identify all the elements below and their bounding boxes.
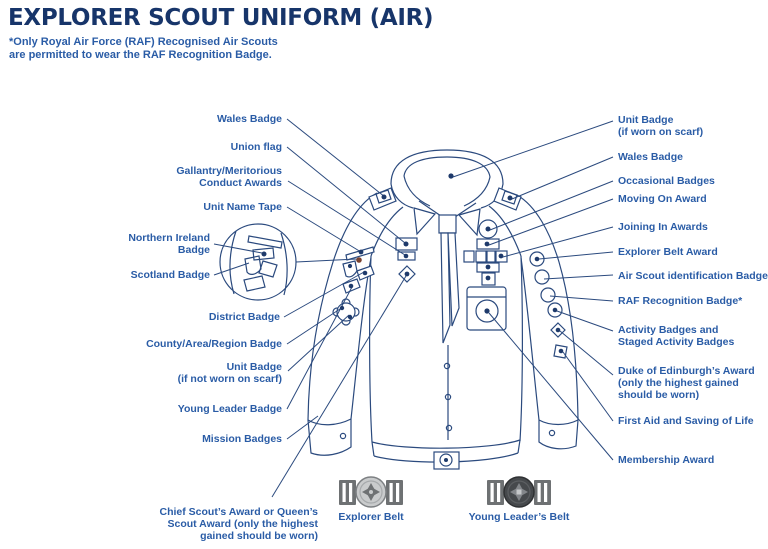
label-first-aid: First Aid and Saving of Life	[618, 415, 754, 427]
raf-recognition-marker	[540, 287, 556, 303]
label-union-flag: Union flag	[230, 141, 282, 153]
label-young-leader-badge: Young Leader Badge	[177, 403, 282, 415]
label-air-scout-id-badge: Air Scout identification Badge	[618, 270, 768, 282]
label-activity-badges: Activity Badges and Staged Activity Badg…	[618, 324, 735, 348]
placket-button	[445, 424, 453, 432]
label-mission-badges: Mission Badges	[202, 433, 282, 445]
joining-in-award-marker	[486, 250, 496, 263]
cuff-button	[339, 432, 347, 440]
label-membership-award: Membership Award	[618, 454, 715, 466]
label-northern-ireland-badge: Northern Ireland Badge	[128, 232, 210, 256]
label-occasional-badges: Occasional Badges	[618, 175, 715, 187]
right-epaulette	[493, 187, 522, 211]
label-county-area-region: County/Area/Region Badge	[146, 338, 282, 350]
placket-button	[444, 393, 452, 401]
right-sleeve-badges	[529, 251, 568, 359]
collar-and-scarf	[390, 149, 504, 344]
label-moving-on-award: Moving On Award	[618, 193, 707, 205]
footnote-text: *Only Royal Air Force (RAF) Recognised A…	[9, 36, 278, 61]
label-duke-of-edinburgh: Duke of Edinburgh’s Award (only the high…	[618, 365, 755, 401]
label-chief-scout-award: Chief Scout’s Award or Queen’s Scout Awa…	[159, 506, 318, 542]
leader-lines	[213, 118, 614, 498]
label-unit-name-tape: Unit Name Tape	[203, 201, 282, 213]
label-gallantry-awards: Gallantry/Meritorious Conduct Awards	[176, 165, 282, 189]
label-unit-badge-not-scarf: Unit Badge (if not worn on scarf)	[177, 361, 282, 385]
air-scout-identification-marker	[534, 269, 550, 285]
shirt-outline	[307, 192, 579, 470]
scarf-tail	[440, 232, 451, 344]
explorer-belt-image	[339, 476, 403, 508]
shield-badge	[342, 260, 358, 278]
magnifier-circle	[219, 223, 358, 301]
young-leaders-belt-caption: Young Leader’s Belt	[468, 511, 570, 523]
collar-point	[413, 207, 437, 236]
membership-award-marker	[475, 299, 499, 323]
label-raf-recognition-badge: RAF Recognition Badge*	[618, 295, 743, 307]
marker-dots	[261, 173, 564, 354]
placket-button	[443, 362, 451, 370]
magnified-badge	[243, 275, 266, 292]
label-scotland-badge: Scotland Badge	[130, 269, 210, 281]
magnifier-anchor-dot	[356, 257, 362, 263]
magnified-name-tape	[247, 235, 283, 249]
chest-right-badges	[463, 219, 508, 331]
label-district-badge: District Badge	[208, 311, 280, 323]
label-joining-in-awards: Joining In Awards	[618, 221, 708, 233]
page-title: EXPLORER SCOUT UNIFORM (AIR)	[8, 5, 434, 31]
collar-point	[457, 208, 481, 237]
magnified-scotland-badge	[244, 255, 262, 275]
woggle	[438, 214, 457, 234]
magnified-badge	[258, 260, 278, 278]
label-wales-badge-left: Wales Badge	[217, 113, 282, 125]
label-explorer-belt-award: Explorer Belt Award	[618, 246, 718, 258]
round-scalloped-badge	[332, 298, 360, 326]
cuff-button	[548, 429, 556, 437]
explorer-belt-caption: Explorer Belt	[338, 511, 404, 523]
scarf-tail	[447, 232, 460, 327]
label-wales-badge-right: Wales Badge	[618, 151, 683, 163]
label-unit-badge-scarf: Unit Badge (if worn on scarf)	[618, 114, 704, 138]
joining-in-award-marker	[475, 250, 487, 263]
joining-in-award-marker	[463, 250, 475, 263]
young-leaders-belt-image	[487, 476, 551, 508]
